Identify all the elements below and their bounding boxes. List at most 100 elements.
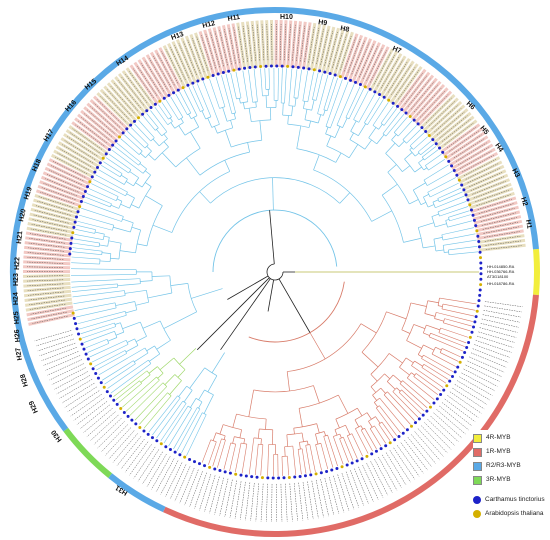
tree-branch <box>299 442 301 450</box>
tree-branch <box>146 205 163 246</box>
species-dot <box>470 330 474 334</box>
species-dot <box>400 108 404 112</box>
leaf-label-text <box>444 122 474 145</box>
leaf-label-text <box>155 458 175 493</box>
legend-label: R2/R3-MYB <box>486 462 521 470</box>
leaf-label-text <box>298 482 304 521</box>
species-dot <box>234 472 238 476</box>
tree-branch <box>336 124 343 128</box>
tree-branch <box>123 134 143 152</box>
tree-branch <box>287 123 310 128</box>
tree-branch <box>163 311 197 329</box>
leaf-label-text <box>455 142 487 162</box>
leaf-label-text <box>27 279 64 282</box>
tree-branch <box>284 68 287 104</box>
leaf-label-text <box>324 477 335 516</box>
species-dot <box>73 220 77 224</box>
tree-branch <box>114 322 117 327</box>
leaf-label-text <box>229 480 237 518</box>
clade-label-h1: H1 <box>524 219 532 229</box>
leaf-label-text <box>413 84 438 113</box>
species-dot <box>82 347 86 351</box>
species-dot <box>434 142 438 146</box>
tree-branch <box>71 278 141 283</box>
leaf-labels-4r: HH-014850-RA HH-036766-RA AT3G18100 HH-0… <box>487 264 515 286</box>
tree-branch <box>384 373 391 379</box>
tree-branch <box>402 139 407 144</box>
leaf-label-text <box>343 37 356 72</box>
leaf-label-text <box>35 205 71 216</box>
leaf-label-text <box>377 54 396 87</box>
tree-branch <box>207 375 218 392</box>
tree-branch <box>335 152 342 163</box>
tree-branch <box>240 101 248 104</box>
tree-branch <box>443 318 445 323</box>
tree-branch <box>253 385 314 393</box>
leaf-label-text <box>87 109 115 134</box>
species-dot <box>114 139 118 143</box>
leaf-label-text <box>436 409 466 435</box>
tree-branch <box>179 348 197 365</box>
tree-branch <box>248 437 255 475</box>
species-dot <box>373 90 377 94</box>
tree-branch <box>381 421 394 439</box>
tree-branch <box>135 301 149 306</box>
tree-branch <box>234 436 245 440</box>
tree-branch <box>385 113 405 137</box>
tree-branch <box>268 68 270 90</box>
species-dot <box>307 67 311 71</box>
species-dot <box>81 195 85 199</box>
leaf-label-text <box>27 283 64 287</box>
tree-branch <box>98 243 101 247</box>
species-dot <box>350 461 354 465</box>
leaf-label-text <box>469 172 503 188</box>
tree-branch <box>350 130 359 137</box>
tree-branch <box>435 249 444 252</box>
species-dot <box>412 118 416 122</box>
leaf-label-text <box>428 101 456 127</box>
species-dot <box>146 432 150 436</box>
tree-branch <box>433 239 437 252</box>
species-dot <box>413 421 417 425</box>
species-dot <box>469 208 473 212</box>
tree-branch <box>401 302 412 330</box>
species-dot <box>424 130 428 134</box>
leaf-label-text <box>48 169 82 185</box>
tree-branch <box>150 137 155 142</box>
tree-branch <box>116 142 141 163</box>
leaf-label-text <box>465 364 500 382</box>
leaf-label-text <box>485 240 522 246</box>
tree-branch <box>361 351 379 368</box>
tree-branch <box>342 117 348 128</box>
tree-branch <box>309 332 326 360</box>
tree-branch <box>146 290 150 303</box>
tree-branch <box>401 389 425 412</box>
species-dot <box>478 293 482 297</box>
tree-branch <box>208 441 217 465</box>
tree-branch <box>302 100 308 103</box>
tree-branch <box>297 69 302 99</box>
tree-branch <box>423 344 435 351</box>
species-dot <box>88 180 92 184</box>
leaf-label-text <box>449 130 480 152</box>
tree-branch <box>117 283 141 287</box>
clade-label-h28: H28 <box>20 373 30 387</box>
tree-branch <box>146 345 155 352</box>
tree-branch <box>351 433 363 457</box>
tree-branch <box>265 95 268 108</box>
tree-branch <box>424 313 436 317</box>
tree-branch <box>72 247 103 252</box>
leaf-label-text <box>33 214 69 224</box>
tree-branch <box>296 148 336 163</box>
tree-branch <box>248 389 254 417</box>
leaf-label-text <box>279 24 282 61</box>
species-dot <box>191 81 195 85</box>
species-dot <box>198 462 202 466</box>
leaf-label-text <box>59 379 93 399</box>
tree-branch <box>296 125 302 149</box>
tree-branch <box>386 311 407 320</box>
species-dot <box>479 277 483 281</box>
leaf-label-text <box>201 35 213 70</box>
species-dot <box>93 170 97 174</box>
species-dot <box>98 161 102 165</box>
